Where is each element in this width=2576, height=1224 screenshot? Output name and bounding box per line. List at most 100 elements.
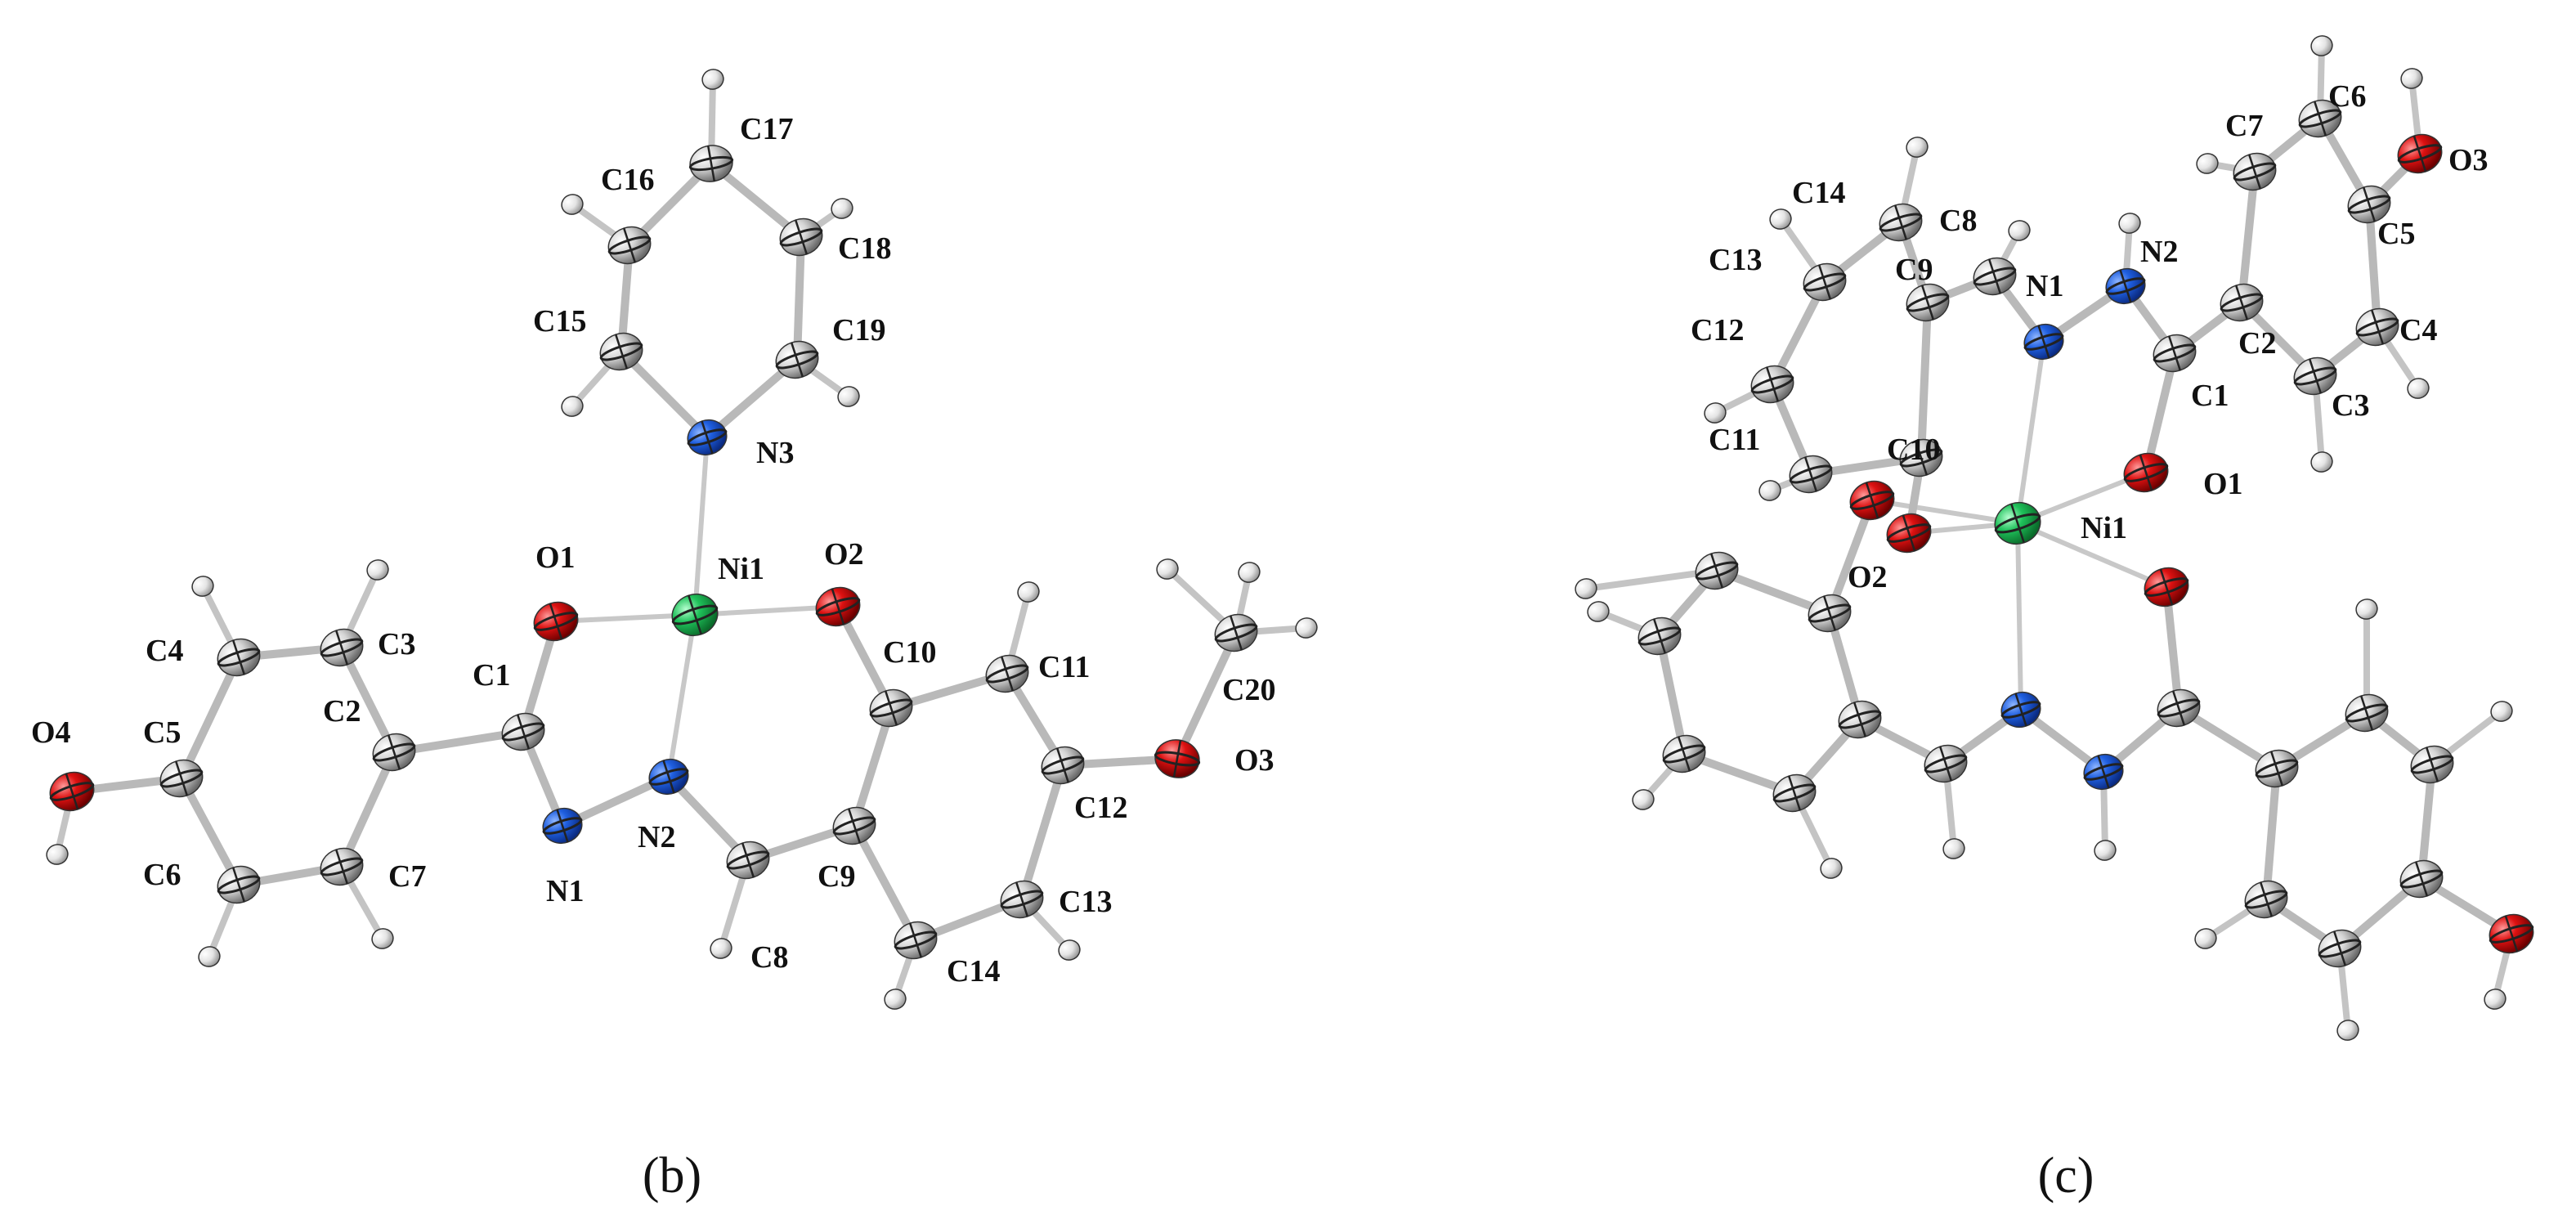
panel-c-atom-h xyxy=(2008,220,2031,241)
panel-b-atom-o xyxy=(815,586,861,627)
panel-c-atom-h xyxy=(2118,213,2141,234)
panel-c-atom-h xyxy=(2196,153,2219,174)
panel-c-atom-c xyxy=(1637,616,1682,656)
panel-b-atom-h xyxy=(191,576,214,597)
atom-label-c3: C3 xyxy=(2332,388,2369,423)
atom-label-c1: C1 xyxy=(473,658,510,693)
panel-b-atom-n xyxy=(648,758,689,796)
panel-c-atom-c xyxy=(2157,688,2201,728)
panel-c-atom-o xyxy=(2123,452,2169,493)
panel-c-atom-o xyxy=(2489,913,2534,954)
panel-b-bond xyxy=(617,347,711,442)
panel-c-atom-h xyxy=(2336,1020,2359,1041)
panel-c-atom-c xyxy=(2399,859,2444,899)
panel-c-atom-c xyxy=(2347,185,2391,224)
panel-c-atom-h xyxy=(1906,137,1929,158)
panel-c-atom-c xyxy=(1772,773,1817,813)
panel-b-bond xyxy=(666,612,697,779)
panel-c-atom-o xyxy=(2144,567,2189,608)
panel-b-bond xyxy=(1173,629,1240,763)
atom-label-c4: C4 xyxy=(2399,313,2437,347)
panel-c-atom-c xyxy=(1808,594,1852,633)
panel-c-atom-h xyxy=(1942,838,1965,859)
panel-c-atom-h xyxy=(2194,928,2217,949)
atom-label-o2: O2 xyxy=(1848,560,1888,594)
panel-b-atom-c xyxy=(159,759,204,798)
atom-label-c8: C8 xyxy=(750,940,788,975)
panel-c-atom-c xyxy=(1750,365,1794,404)
atom-label-c14: C14 xyxy=(947,954,1000,989)
panel-c-atom-c xyxy=(2153,334,2197,373)
panel-b-atom-h xyxy=(1017,581,1040,603)
panel-c-bond xyxy=(2142,349,2179,477)
panel-c-atom-c xyxy=(2298,99,2342,138)
atom-label-ni1: Ni1 xyxy=(718,552,764,586)
panel-c-atom-n xyxy=(2023,323,2064,361)
atom-label-c10: C10 xyxy=(883,635,936,670)
panel-b-bond xyxy=(850,704,895,830)
panel-b-atom-c xyxy=(599,332,643,371)
panel-c-atom-o xyxy=(2397,133,2443,174)
panel-c-atom-c xyxy=(1662,734,1706,773)
panel-b-atoms xyxy=(46,69,1318,1010)
atom-label-c12: C12 xyxy=(1074,791,1127,825)
panel-c-bond xyxy=(2162,583,2183,712)
panel-c-atom-h xyxy=(1587,601,1610,622)
panel-c-atom-c xyxy=(1973,257,2017,296)
panel-b-bonds xyxy=(54,76,1310,1002)
panel-c-atom-h xyxy=(1632,789,1655,810)
panel-c-atom-c xyxy=(2220,283,2264,322)
panel-c-atom-h xyxy=(2490,701,2513,722)
panel-b-atom-o xyxy=(49,771,95,812)
atom-label-o4: O4 xyxy=(31,715,71,750)
panel-b-atom-h xyxy=(1156,558,1179,580)
panel-c-atom-n xyxy=(2000,691,2041,729)
panel-c-bond xyxy=(2238,168,2259,307)
atom-label-c7: C7 xyxy=(388,859,426,894)
atom-label-c9: C9 xyxy=(1895,253,1933,287)
atom-label-c13: C13 xyxy=(1059,885,1112,919)
panel-c-atom-h xyxy=(2407,378,2430,399)
atom-label-o3: O3 xyxy=(1234,743,1275,778)
atom-label-c10: C10 xyxy=(1887,433,1940,467)
panel-c-atom-c xyxy=(2244,880,2288,919)
panel-b-atom-o xyxy=(1154,739,1201,778)
panel-c-atom-h xyxy=(2400,68,2423,89)
panel-b-atom-c xyxy=(779,217,823,257)
panel-b-atom-c xyxy=(1041,746,1085,785)
panel-c-bond xyxy=(2417,760,2436,883)
panel-c-atom-c xyxy=(1789,455,1833,494)
panel-c-atom-c xyxy=(2410,745,2454,784)
panel-c-bond xyxy=(1917,298,1932,462)
panel-b-bond xyxy=(692,435,710,617)
panel-c-atom-h xyxy=(1769,208,1792,230)
panel-c-atom-c xyxy=(1906,283,1950,322)
panel-b-atom-c xyxy=(869,688,913,728)
atom-label-c5: C5 xyxy=(143,715,181,750)
panel-c-bond xyxy=(2015,521,2169,590)
panel-b-atom-h xyxy=(1295,617,1318,639)
atom-label-c17: C17 xyxy=(740,112,793,146)
panel-b-atom-h xyxy=(198,946,221,967)
atom-label-n1: N1 xyxy=(546,874,584,908)
atom-label-c20: C20 xyxy=(1222,673,1275,707)
atom-label-c4: C4 xyxy=(146,634,183,668)
panel-c-bond xyxy=(2015,521,2023,712)
atom-label-c18: C18 xyxy=(838,231,891,266)
panel-b-atom-n xyxy=(542,807,583,845)
panel-b-atom-ni xyxy=(671,593,719,637)
atom-label-n2: N2 xyxy=(2140,235,2178,269)
panel-b-bond xyxy=(1018,761,1067,903)
panel-c-atom-h xyxy=(1575,578,1597,599)
panel-c-atom-ni xyxy=(1994,501,2041,545)
panel-b-atom-h xyxy=(831,198,853,219)
atom-label-c11: C11 xyxy=(1038,650,1090,684)
panel-b-atom-h xyxy=(884,989,907,1010)
panel-c-atom-h xyxy=(2094,840,2117,861)
atom-label-c5: C5 xyxy=(2377,217,2415,251)
atom-label-o1: O1 xyxy=(535,540,576,575)
panel-c-bond xyxy=(2015,339,2046,526)
